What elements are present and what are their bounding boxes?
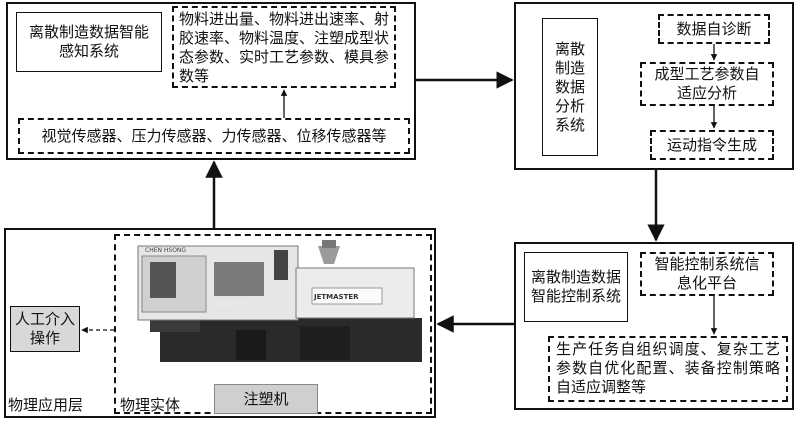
manual-intervention-box: 人工介入操作: [10, 306, 80, 352]
physical-entity-label: 物理实体: [120, 396, 181, 414]
control-functions-box: 生产任务自组织调度、复杂工艺参数自优化配置、装备控制策略自适应调整等: [548, 336, 788, 402]
adaptive-analysis-box: 成型工艺参数自适应分析: [640, 62, 774, 106]
control-system-title: 离散制造数据智能控制系统: [524, 252, 628, 322]
command-generation-box: 运动指令生成: [650, 130, 774, 160]
self-diagnosis-box: 数据自诊断: [658, 14, 770, 44]
sensors-box: 视觉传感器、压力传感器、力传感器、位移传感器等: [18, 118, 410, 154]
physical-app-layer-label: 物理应用层: [8, 396, 84, 414]
info-platform-box: 智能控制系统信息化平台: [640, 252, 774, 296]
perception-params-box: 物料进出量、物料进出速率、射胶速率、物料温度、注塑成型状态参数、实时工艺参数、模…: [172, 6, 396, 88]
perception-system-title: 离散制造数据智能感知系统: [16, 12, 162, 72]
analysis-system-title: 离散制造数据分析系统: [542, 18, 598, 156]
injection-machine-label: 注塑机: [214, 384, 318, 414]
